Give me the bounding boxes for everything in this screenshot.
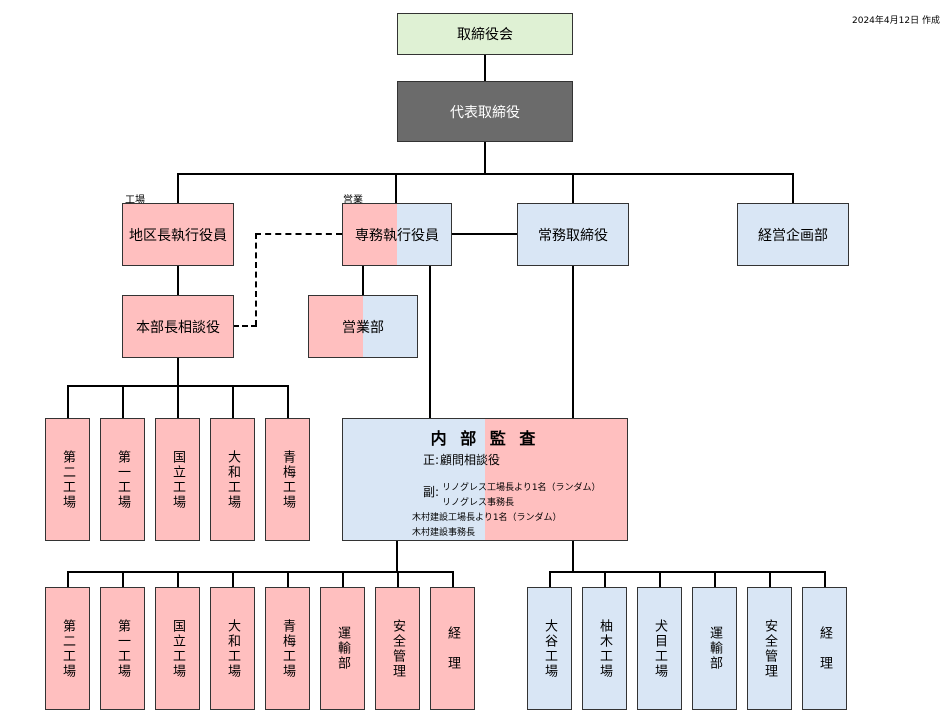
bottom-right-box: 安全管理 xyxy=(747,587,792,710)
audit-deputy: 木村建設工場長より1名（ランダム） xyxy=(412,513,562,523)
bottom-right-box: 柚木工場 xyxy=(582,587,627,710)
regional-exec-box: 地区長執行役員 xyxy=(122,203,234,266)
bottom-left-box: 第二工場 xyxy=(45,587,90,710)
bottom-right-box: 経 理 xyxy=(802,587,847,710)
bottom-right-label: 大谷工場 xyxy=(542,618,557,679)
mid-factory-box: 第一工場 xyxy=(100,418,145,541)
bottom-right-box: 運輸部 xyxy=(692,587,737,710)
factory-label: 工場 xyxy=(125,195,145,206)
audit-deputy: 木村建設事務長 xyxy=(412,528,476,538)
mid-factory-label: 国立工場 xyxy=(170,449,185,510)
audit-primary: 顧問相談役 xyxy=(440,453,501,467)
bottom-left-label: 第二工場 xyxy=(60,618,75,679)
bottom-left-box: 大和工場 xyxy=(210,587,255,710)
audit-deputies: リノグレス工場長より1名（ランダム） リノグレス事務長 木村建設工場長より1名（… xyxy=(412,481,601,541)
bottom-left-label: 大和工場 xyxy=(225,618,240,679)
audit-box: 内 部 監 査 正: 顧問相談役 副: リノグレス工場長より1名（ランダム） リ… xyxy=(342,418,628,541)
mid-factory-box: 青梅工場 xyxy=(265,418,310,541)
bottom-right-label: 柚木工場 xyxy=(597,618,612,679)
board-box: 取締役会 xyxy=(397,13,573,55)
bottom-right-label: 犬目工場 xyxy=(652,618,667,679)
planning-box: 経営企画部 xyxy=(737,203,849,266)
mid-factory-box: 大和工場 xyxy=(210,418,255,541)
bottom-left-box: 運輸部 xyxy=(320,587,365,710)
bottom-right-label: 運輸部 xyxy=(707,626,722,671)
bottom-left-label: 国立工場 xyxy=(170,618,185,679)
bottom-left-label: 経 理 xyxy=(445,626,460,671)
audit-primary-label: 正: xyxy=(423,453,440,467)
mid-factory-box: 国立工場 xyxy=(155,418,200,541)
bottom-left-box: 第一工場 xyxy=(100,587,145,710)
mid-factory-box: 第二工場 xyxy=(45,418,90,541)
bottom-left-box: 国立工場 xyxy=(155,587,200,710)
bottom-left-label: 青梅工場 xyxy=(280,618,295,679)
audit-deputy: リノグレス工場長より1名（ランダム） xyxy=(442,483,601,493)
sales-dept-box: 営業部 xyxy=(308,295,418,358)
managing-director-box: 常務取締役 xyxy=(517,203,629,266)
audit-deputy-label: 副: xyxy=(423,485,440,499)
senior-exec-box: 専務執行役員 xyxy=(342,203,452,266)
dashed-link xyxy=(255,233,257,326)
audit-deputy: リノグレス事務長 xyxy=(442,498,515,508)
bottom-left-label: 運輸部 xyxy=(335,626,350,671)
bottom-left-label: 安全管理 xyxy=(390,618,405,679)
ceo-box: 代表取締役 xyxy=(397,81,573,142)
dashed-link xyxy=(255,233,342,235)
date-label: 2024年4月12日 作成 xyxy=(852,16,940,26)
mid-factory-label: 大和工場 xyxy=(225,449,240,510)
audit-title: 内 部 監 査 xyxy=(430,429,540,448)
bottom-left-box: 青梅工場 xyxy=(265,587,310,710)
bottom-left-box: 経 理 xyxy=(430,587,475,710)
dashed-link xyxy=(233,325,257,327)
bottom-left-box: 安全管理 xyxy=(375,587,420,710)
sales-label: 営業 xyxy=(343,195,363,206)
bottom-right-label: 安全管理 xyxy=(762,618,777,679)
bottom-left-label: 第一工場 xyxy=(115,618,130,679)
mid-factory-label: 第二工場 xyxy=(60,449,75,510)
mid-factory-label: 第一工場 xyxy=(115,449,130,510)
bottom-right-box: 犬目工場 xyxy=(637,587,682,710)
bottom-right-label: 経 理 xyxy=(817,626,832,671)
advisor-box: 本部長相談役 xyxy=(122,295,234,358)
mid-factory-label: 青梅工場 xyxy=(280,449,295,510)
bottom-right-box: 大谷工場 xyxy=(527,587,572,710)
